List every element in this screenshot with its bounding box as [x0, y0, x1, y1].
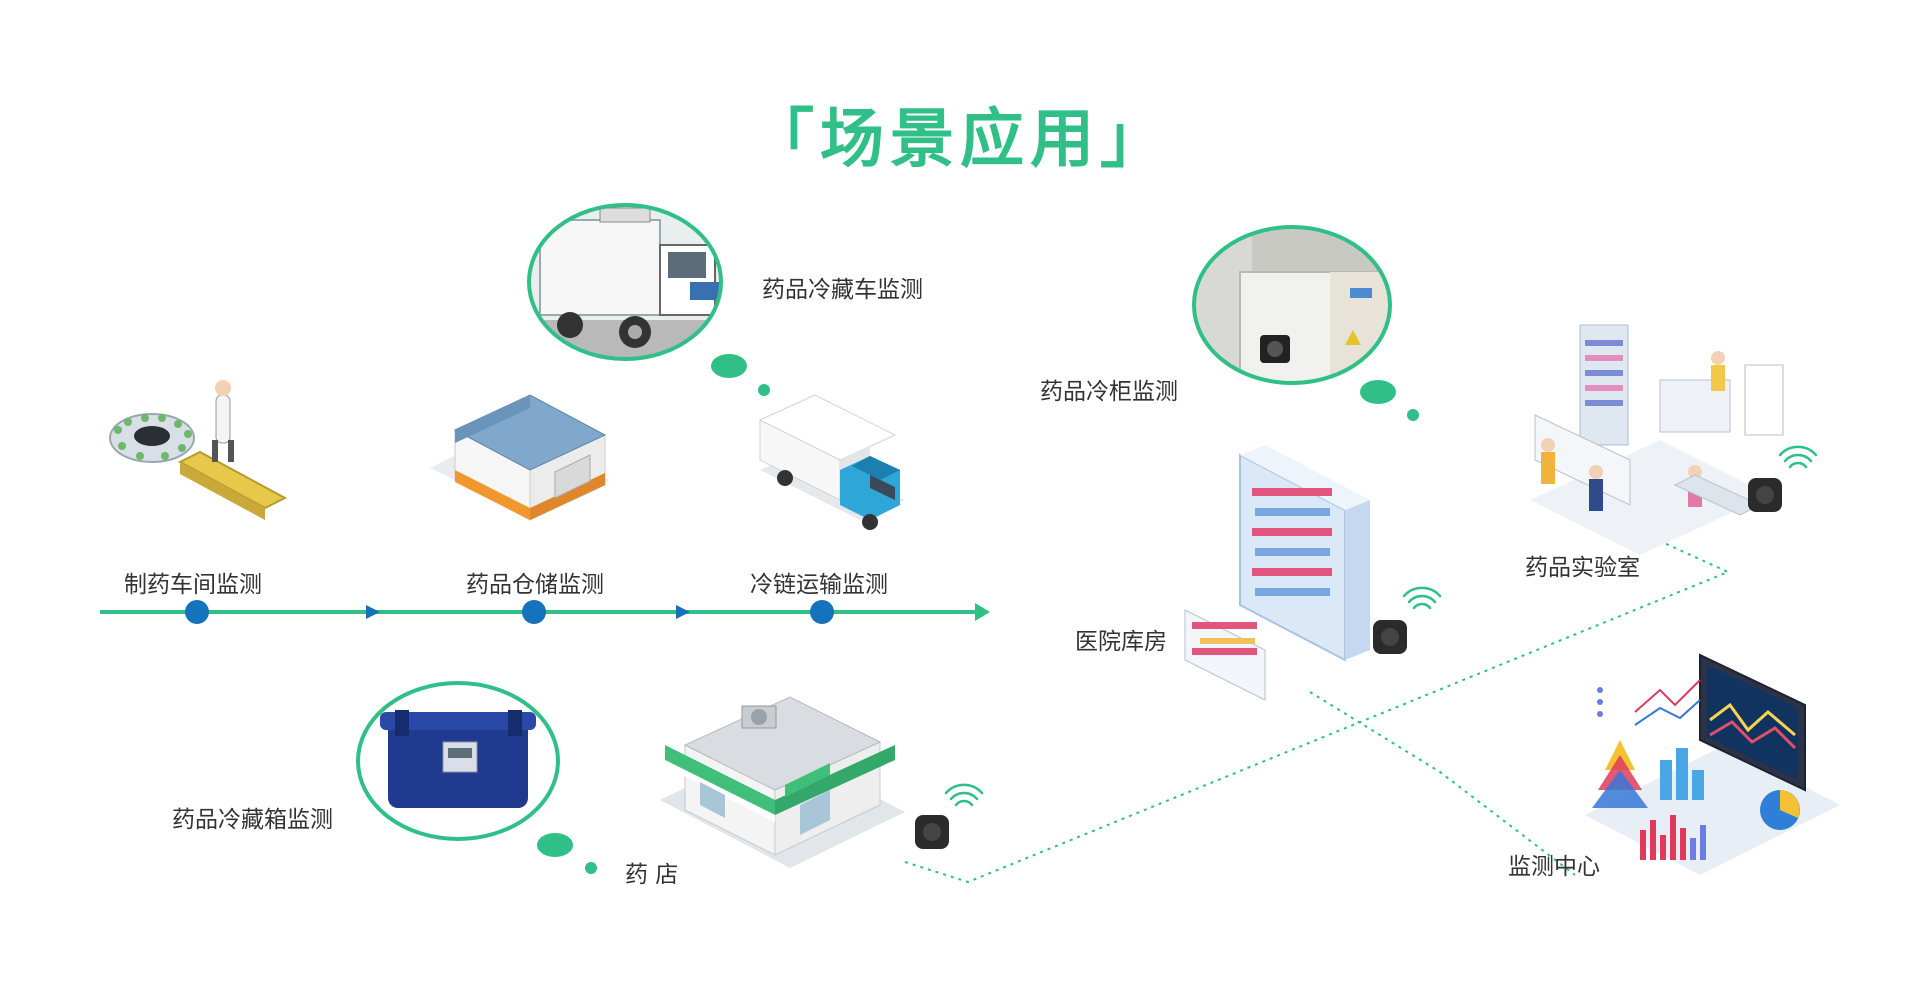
warehouse-icon: [430, 395, 610, 520]
label-hospital-storage: 医院库房: [1075, 622, 1167, 656]
truck-icon: [760, 395, 905, 530]
pharmacy-store-icon: [660, 697, 905, 868]
label-workshop: 制药车间监测: [124, 565, 262, 599]
label-lab: 药品实验室: [1525, 548, 1640, 582]
label-refrigerated-truck: 药品冷藏车监测: [762, 270, 923, 304]
label-pharmacy: 药 店: [625, 855, 678, 889]
label-cold-cabinet: 药品冷柜监测: [1040, 372, 1178, 406]
label-warehouse: 药品仓储监测: [466, 565, 604, 599]
cold-box-photo: [358, 683, 558, 843]
laboratory-icon: [1530, 325, 1783, 555]
timeline-node-workshop: [185, 600, 209, 624]
cold-cabinet-photo: [1192, 225, 1392, 385]
label-cold-box: 药品冷藏箱监测: [172, 800, 333, 834]
timeline-node-cold-chain: [810, 600, 834, 624]
label-cold-chain: 冷链运输监测: [750, 565, 888, 599]
label-monitoring-center: 监测中心: [1508, 847, 1600, 881]
refrigerated-truck-photo: [525, 200, 725, 365]
hospital-shelf-icon: [1185, 445, 1370, 700]
pharma-workshop-icon: [110, 380, 285, 520]
timeline: [100, 600, 990, 624]
timeline-node-warehouse: [522, 600, 546, 624]
monitoring-dashboard-icon: [1585, 655, 1840, 875]
